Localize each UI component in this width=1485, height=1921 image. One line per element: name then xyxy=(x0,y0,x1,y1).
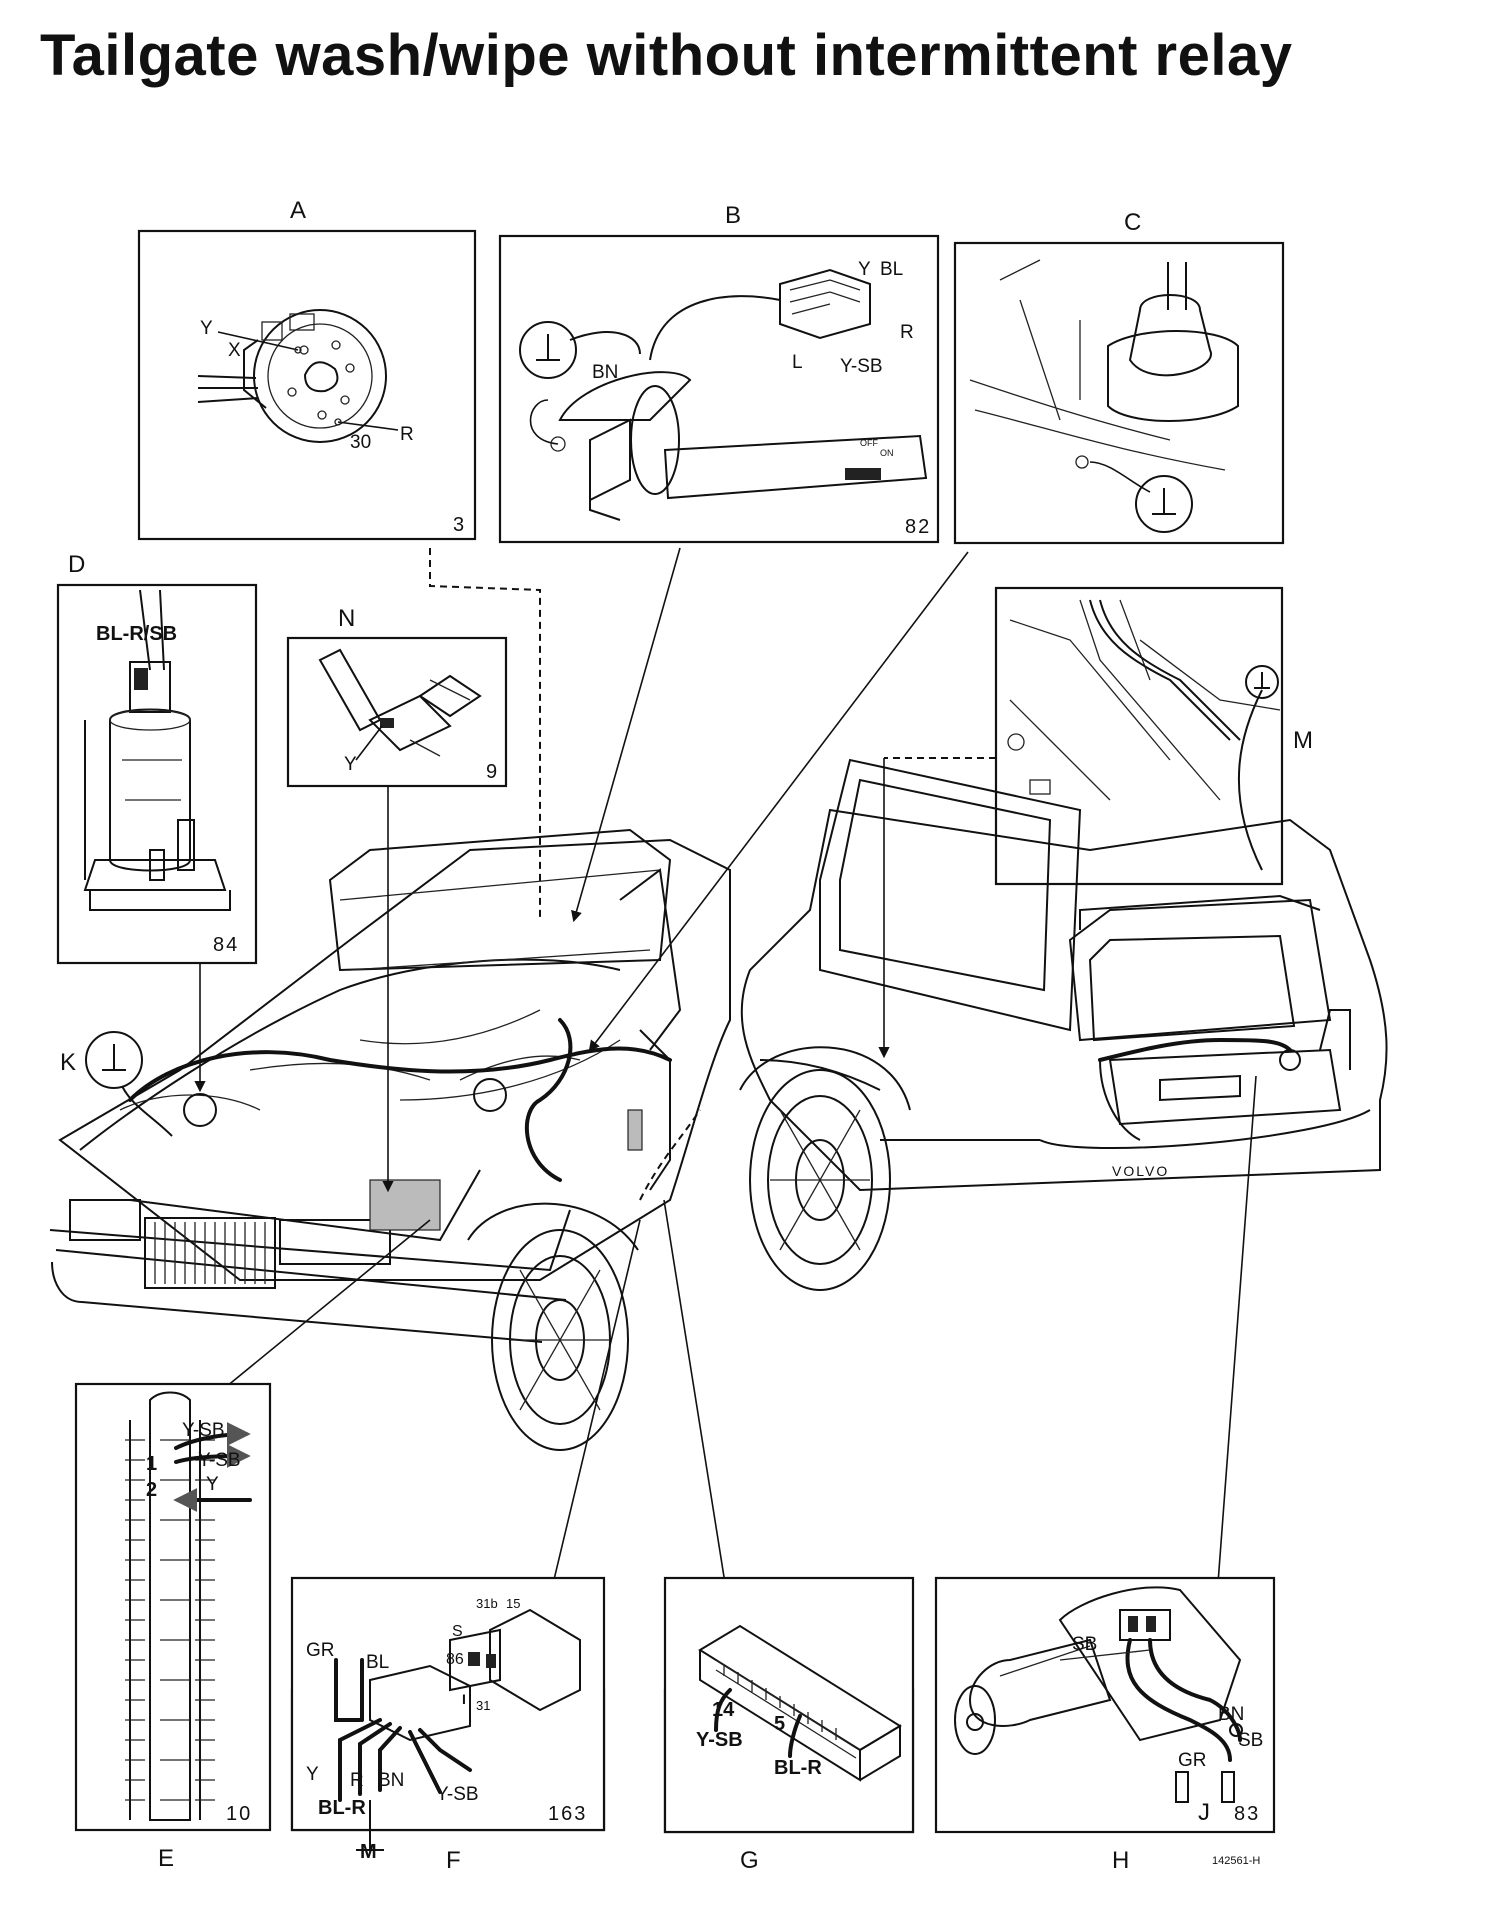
figure-reference: 142561-H xyxy=(1212,1855,1260,1867)
wire-label-y: Y xyxy=(206,1474,219,1495)
relay-plug-drawing xyxy=(334,1608,581,1851)
wire-label-sb: SB xyxy=(1072,1634,1097,1655)
page-title: Tailgate wash/wipe without intermittent … xyxy=(40,23,1293,88)
ground-symbol xyxy=(519,321,577,379)
wiper-motor-drawing xyxy=(954,1586,1243,1803)
panel-c-letter: C xyxy=(1124,209,1141,236)
wire-label-bl-r-sb: BL-R/SB xyxy=(96,623,177,645)
wire-label-bn: BN xyxy=(1218,1704,1244,1725)
panel-e-fuse-connector-strip: Y-SB Y-SB Y 1 2 10 E xyxy=(74,1382,272,1872)
panel-m-frame xyxy=(994,586,1284,886)
wire-label-gr: GR xyxy=(306,1640,335,1661)
panel-f-relay-connector: GR BL Y R BN Y-SB BL-R M S 86 31b 15 31 … xyxy=(290,1576,606,1874)
wire-label-bl: BL xyxy=(880,259,903,280)
panel-e-number: 10 xyxy=(226,1803,252,1825)
pin-2-label: 2 xyxy=(146,1479,157,1501)
terminal-31b-label: 31b xyxy=(476,1596,498,1611)
panel-d-letter: D xyxy=(68,551,85,578)
panel-n-letter: N xyxy=(338,605,355,632)
panel-f-letter: F xyxy=(446,1847,461,1874)
rear-interior-drawing xyxy=(1007,599,1281,871)
wire-label-r: R xyxy=(900,322,914,343)
wire-label-bl-r: BL-R xyxy=(774,1757,822,1779)
panel-b-frame xyxy=(498,234,940,544)
wire-label-y-sb-1: Y-SB xyxy=(182,1420,225,1441)
washer-pump-drawing xyxy=(83,589,231,911)
wire-label-r: R xyxy=(400,424,414,445)
terminal-i-label: I xyxy=(462,1691,466,1707)
panel-e-letter: E xyxy=(158,1845,174,1872)
panel-g-letter: G xyxy=(740,1847,759,1874)
wire-label-gr: GR xyxy=(1178,1750,1207,1771)
panel-a-number: 3 xyxy=(453,514,466,536)
terminal-30-label: 30 xyxy=(350,432,371,453)
panel-e-frame xyxy=(74,1382,272,1832)
connector-j-label: J xyxy=(1198,1799,1210,1826)
wire-label-l: L xyxy=(792,352,803,373)
panel-g-bulkhead-connector: 14 Y-SB 5 BL-R G xyxy=(663,1576,915,1874)
wire-label-bn: BN xyxy=(592,362,618,383)
car-badge: VOLVO xyxy=(1112,1163,1169,1179)
wire-label-x: X xyxy=(228,340,241,361)
stalk-switch-drawing xyxy=(529,268,928,521)
wire-label-bl: BL xyxy=(366,1652,389,1673)
bulkhead-connector-drawing xyxy=(698,1624,902,1782)
panel-m-ground-point: M xyxy=(994,586,1313,886)
terminal-86-label: 86 xyxy=(446,1651,464,1668)
wire-label-bn: BN xyxy=(378,1770,404,1791)
leader-lines xyxy=(194,547,1257,1691)
ground-label-m: M xyxy=(360,1841,377,1863)
relay-connector-drawing xyxy=(318,648,482,761)
panel-f-number: 163 xyxy=(548,1803,587,1825)
switch-on-marking: ON xyxy=(880,448,894,458)
car-rear-view: VOLVO xyxy=(739,758,1388,1291)
panel-h-number: 83 xyxy=(1234,1803,1260,1825)
ground-symbol-k: K xyxy=(60,1031,173,1137)
panel-h-wiper-motor: SB BN SB GR J 83 H xyxy=(934,1576,1276,1874)
wire-label-y: Y xyxy=(344,754,357,775)
terminal-31-label: 31 xyxy=(476,1698,490,1713)
panel-n-relay: N Y 9 xyxy=(286,605,508,788)
k-letter: K xyxy=(60,1049,76,1076)
ground-symbol xyxy=(1245,665,1279,699)
wire-label-y-sb-2: Y-SB xyxy=(198,1450,241,1471)
wire-label-y-sb: Y-SB xyxy=(436,1784,479,1805)
terminal-s-label: S xyxy=(452,1623,463,1640)
panel-b-wiper-switch: B Y BL R L Y-SB BN OFF ON 82 xyxy=(498,202,940,544)
terminal-15-label: 15 xyxy=(506,1596,520,1611)
wire-label-y-sb: Y-SB xyxy=(696,1729,743,1751)
wire-label-y: Y xyxy=(306,1764,319,1785)
panel-h-letter: H xyxy=(1112,1847,1129,1874)
pin-14-label: 14 xyxy=(712,1699,735,1721)
panel-b-letter: B xyxy=(725,202,741,229)
car-front-view xyxy=(49,828,731,1451)
switch-off-marking: OFF xyxy=(860,438,878,448)
ignition-switch-drawing xyxy=(197,309,399,443)
wire-label-y: Y xyxy=(200,318,213,339)
connector-strip-drawing xyxy=(125,1391,252,1821)
panel-c-gear-lever-ground: C xyxy=(953,209,1285,545)
panel-n-frame xyxy=(286,636,508,788)
panel-a-letter: A xyxy=(290,197,306,224)
panel-d-washer-pump: D BL-R/SB 84 xyxy=(56,551,258,965)
panel-m-letter: M xyxy=(1293,727,1313,754)
wire-label-y: Y xyxy=(858,259,871,280)
pin-1-label: 1 xyxy=(146,1453,157,1475)
panel-n-number: 9 xyxy=(486,761,499,783)
panel-d-number: 84 xyxy=(213,934,239,956)
panel-b-number: 82 xyxy=(905,516,931,538)
ground-symbol xyxy=(1135,475,1193,533)
wire-label-y-sb: Y-SB xyxy=(840,356,883,377)
pin-5-label: 5 xyxy=(774,1713,785,1735)
wire-label-r: R xyxy=(350,1770,364,1791)
panel-c-frame xyxy=(953,241,1285,545)
wire-label-bl-r: BL-R xyxy=(318,1797,366,1819)
panel-a-ignition-switch: A Y X R 30 3 xyxy=(137,197,477,541)
wire-label-sb-2: SB xyxy=(1238,1730,1263,1751)
gear-lever-drawing xyxy=(969,259,1239,493)
